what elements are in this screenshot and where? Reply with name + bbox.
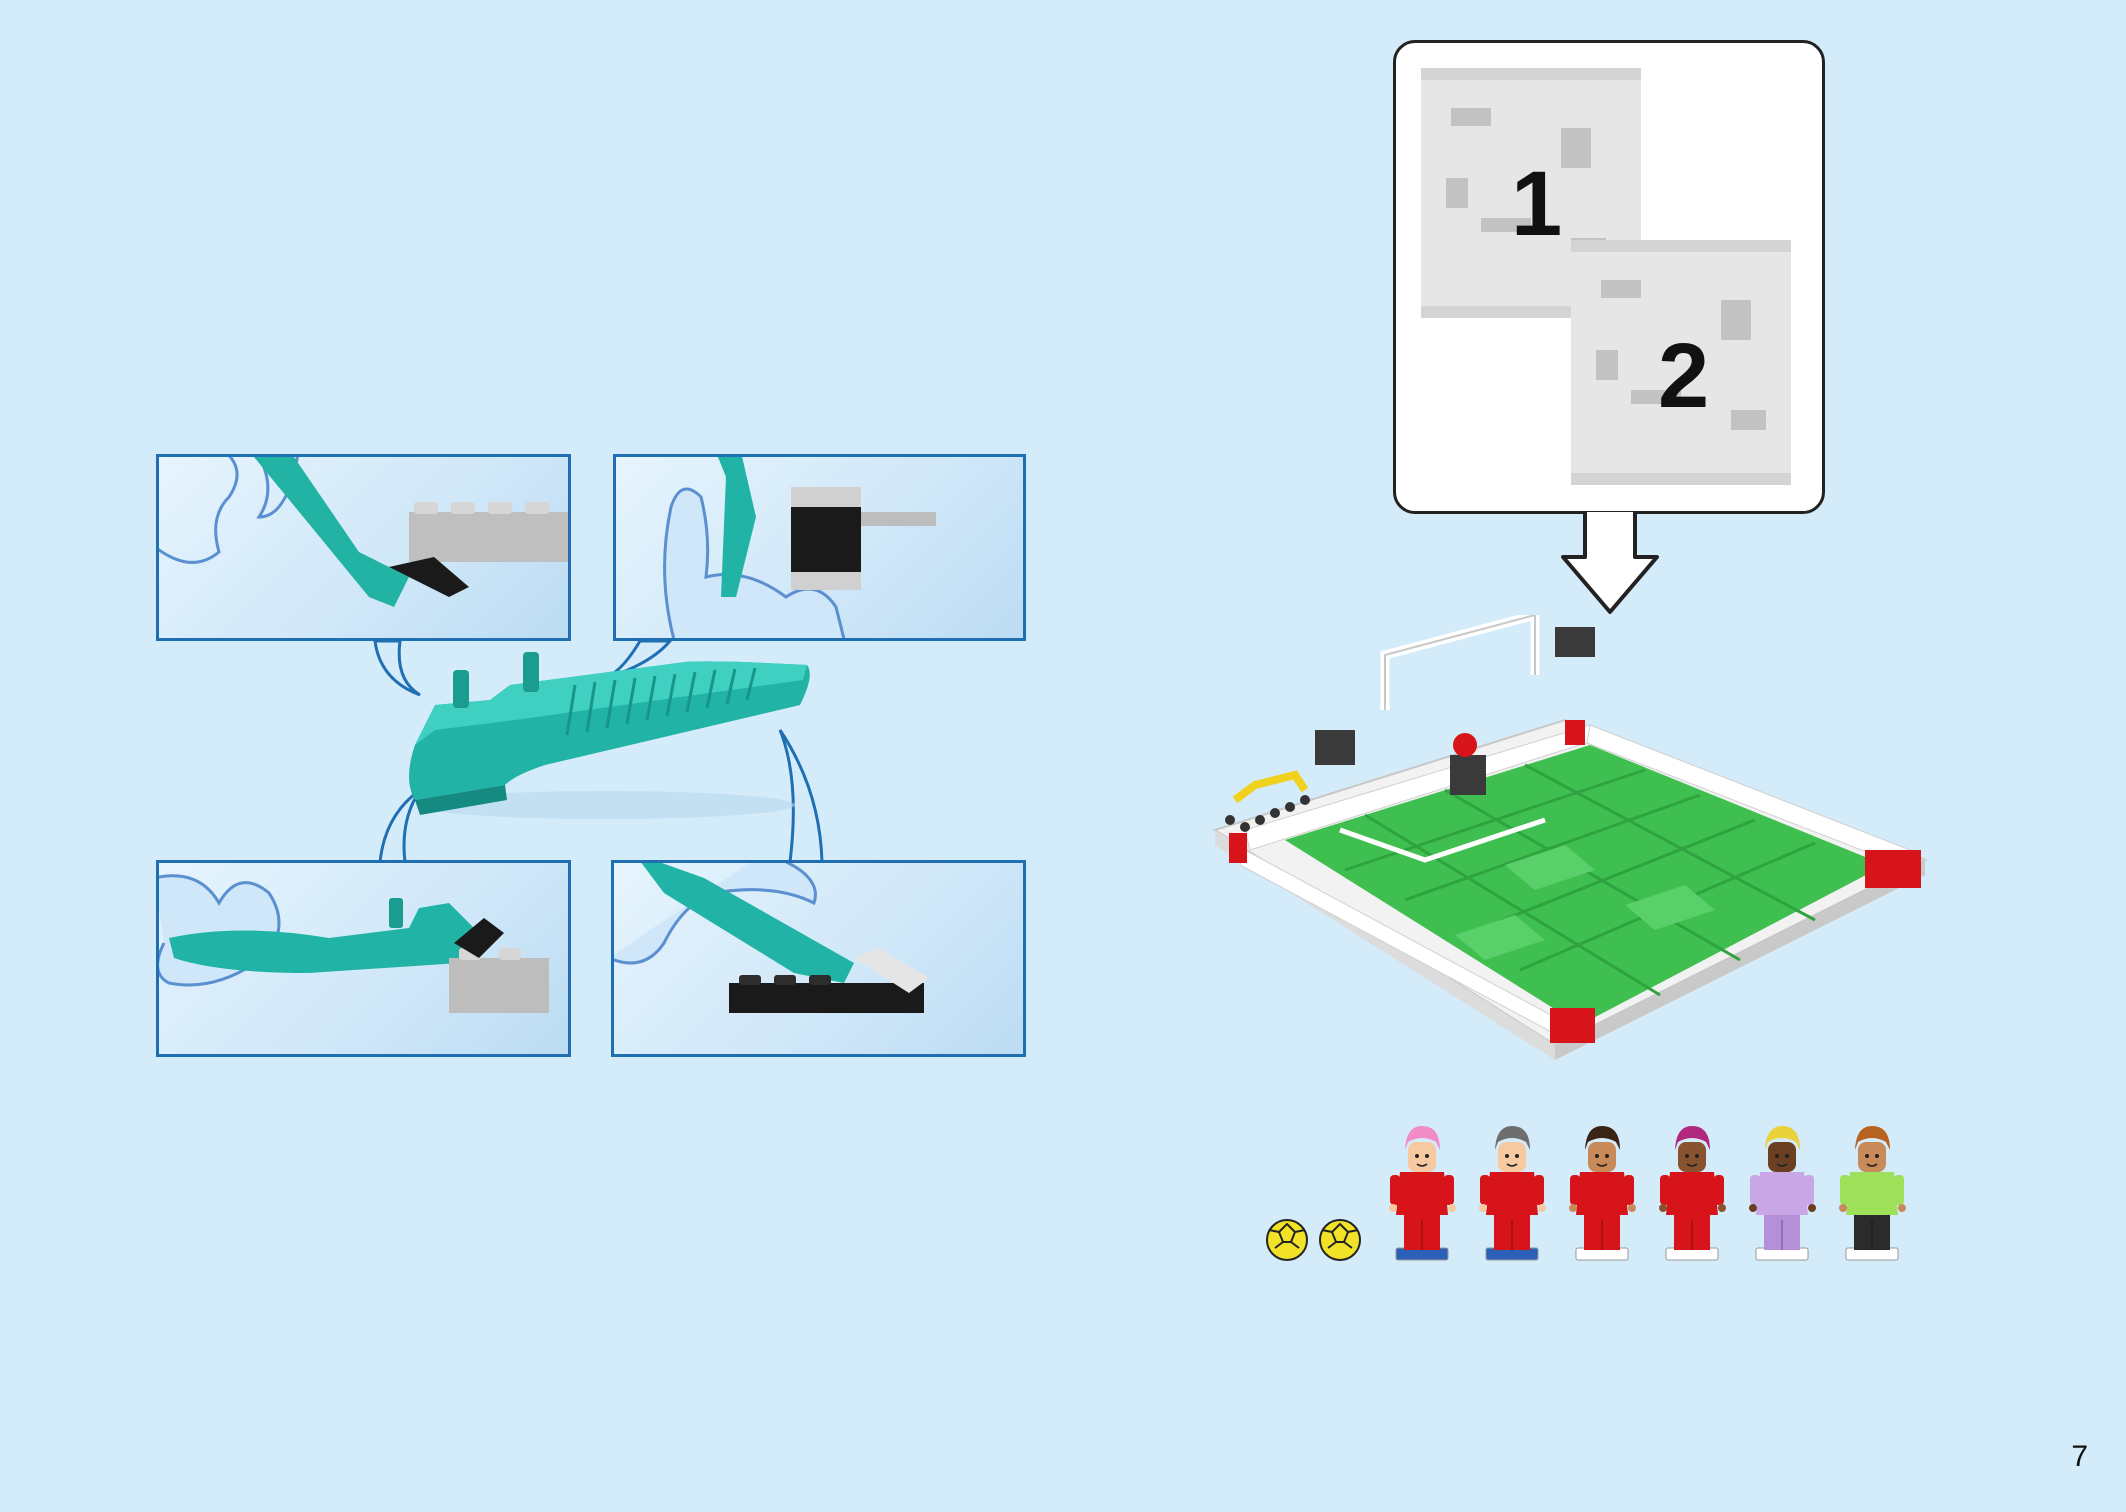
minifigure-icon: [1659, 1126, 1726, 1261]
bags-callout: 1 2: [1393, 40, 1825, 514]
minifigure-icon: [1389, 1126, 1456, 1261]
ball-icon: [1266, 1219, 1308, 1261]
minifigure-lineup: [1260, 1120, 1960, 1270]
minifigure-icon: [1839, 1126, 1906, 1261]
parts-bag-icon: [1571, 240, 1791, 485]
minifigure-icon: [1569, 1126, 1636, 1261]
minifigure-icon: [1749, 1126, 1816, 1261]
hand-pry-tile-illustration: [614, 863, 929, 1013]
separator-step-panel-2: [613, 454, 1026, 641]
hand-lever-plate-illustration: [159, 457, 568, 607]
hand-push-brick-illustration: [159, 874, 549, 1013]
football-pitch-model: [1212, 615, 1928, 1060]
down-arrow-icon: [1561, 512, 1659, 614]
ball-icon: [1319, 1219, 1361, 1261]
brick-separator-icon: [409, 652, 810, 819]
bag-number-1: 1: [1511, 153, 1563, 255]
separator-step-panel-1: [156, 454, 571, 641]
hand-axle-removal-illustration: [663, 457, 936, 638]
minifigures: [1389, 1126, 1906, 1261]
separator-step-panel-3: [156, 860, 571, 1057]
minifigure-icon: [1479, 1126, 1546, 1261]
bag-number-2: 2: [1658, 325, 1710, 427]
separator-step-panel-4: [611, 860, 1026, 1057]
page-number: 7: [2071, 1440, 2088, 1473]
